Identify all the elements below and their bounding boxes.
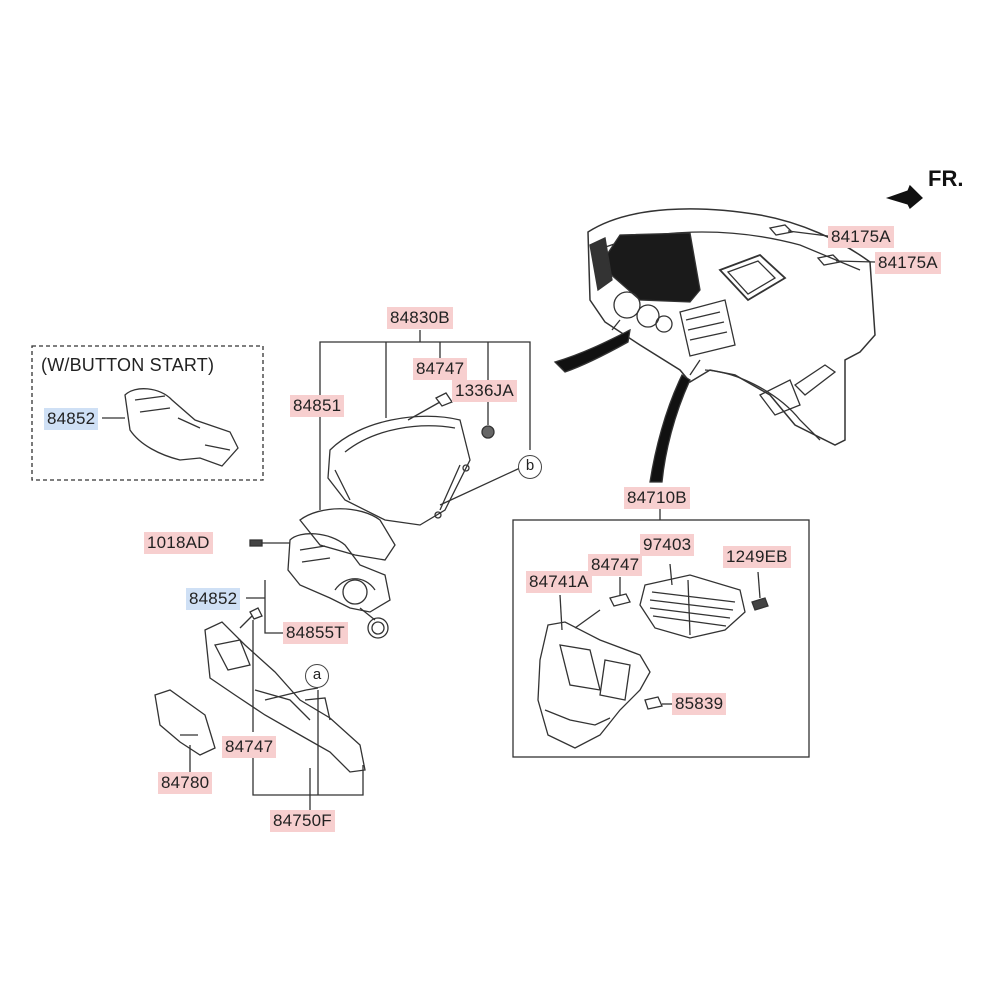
pointer-arrow-left [553, 328, 631, 373]
pointer-arrow-down [649, 374, 691, 483]
cluster-hood-drawing [327, 415, 471, 526]
part-label-84175A-upper[interactable]: 84175A [828, 226, 894, 248]
lower-panel-drawing [204, 621, 366, 773]
part-label-84747-top[interactable]: 84747 [413, 358, 468, 380]
part-label-1249EB[interactable]: 1249EB [723, 546, 791, 568]
part-label-84855T[interactable]: 84855T [283, 622, 348, 644]
ring-84855T-icon [367, 617, 389, 639]
button-start-inset-box [31, 345, 264, 481]
part-label-84741A[interactable]: 84741A [526, 571, 592, 593]
cover-panel-drawing [154, 689, 216, 756]
air-vent-97403-drawing [639, 574, 746, 639]
part-label-85839[interactable]: 85839 [672, 693, 727, 715]
center-fascia-drawing [537, 621, 651, 749]
part-label-84851[interactable]: 84851 [290, 395, 345, 417]
inset-steering-shroud-drawing [124, 388, 239, 467]
part-label-84852[interactable]: 84852 [186, 588, 241, 610]
center-fascia-box [512, 519, 810, 758]
part-label-84852-inset[interactable]: 84852 [44, 408, 99, 430]
part-label-84750F[interactable]: 84750F [270, 810, 335, 832]
part-label-84175A-lower[interactable]: 84175A [875, 252, 941, 274]
part-label-97403[interactable]: 97403 [640, 534, 695, 556]
callout-b: b [518, 455, 542, 479]
part-label-1336JA[interactable]: 1336JA [452, 380, 517, 402]
front-direction-arrow-icon [885, 184, 923, 210]
part-label-84780[interactable]: 84780 [158, 772, 213, 794]
part-label-84830B[interactable]: 84830B [387, 307, 453, 329]
part-label-1018AD[interactable]: 1018AD [144, 532, 213, 554]
part-label-84710B[interactable]: 84710B [624, 487, 690, 509]
part-label-84747-lower[interactable]: 84747 [222, 736, 277, 758]
front-direction-label: FR. [928, 166, 964, 191]
callout-a: a [305, 664, 329, 688]
clip-1336JA-icon [481, 425, 495, 439]
part-label-84747-right[interactable]: 84747 [588, 554, 643, 576]
dashboard-assembly-drawing [587, 208, 876, 446]
steering-shroud-drawing [287, 508, 396, 613]
button-start-note: (W/BUTTON START) [41, 355, 215, 375]
